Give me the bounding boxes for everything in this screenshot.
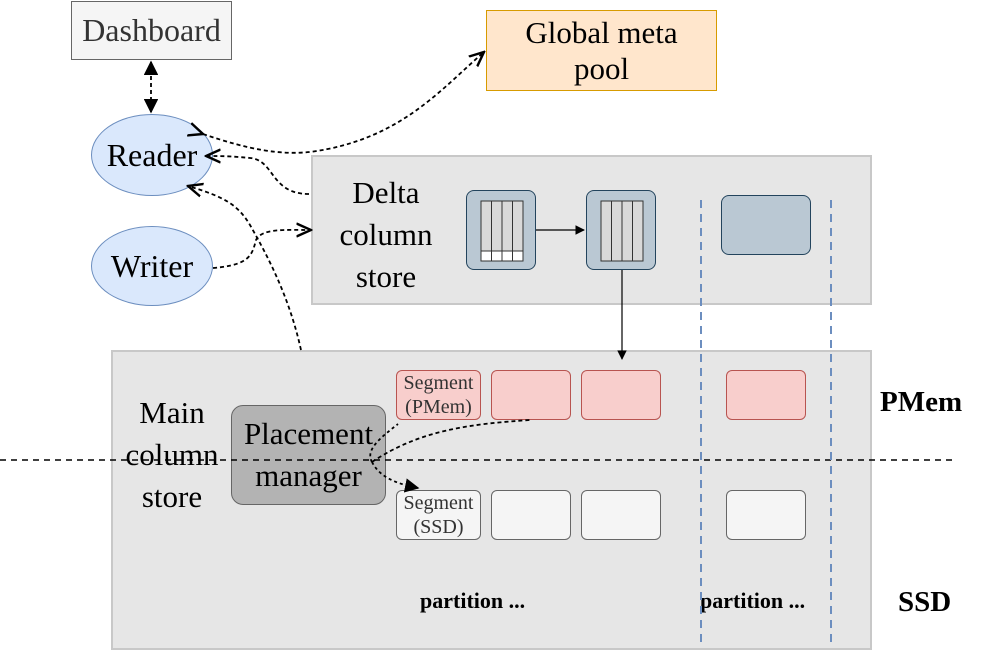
main-label-line-2: column <box>125 437 219 472</box>
main-label-line-1: Main <box>139 395 205 430</box>
column-stripes-icon <box>480 200 524 262</box>
segment-ssd-label-line-1: Segment <box>403 492 474 514</box>
placement-migration-arrow <box>371 419 531 463</box>
segment-ssd-label-line-2: (SSD) <box>413 516 464 538</box>
global-meta-pool-node[interactable]: Global meta pool <box>486 10 717 91</box>
main-column-store-label: Main column store <box>114 392 230 518</box>
delta-memtable-1[interactable] <box>466 190 536 270</box>
segment-ssd[interactable] <box>726 490 806 540</box>
delta-label-line-3: store <box>355 259 417 294</box>
segment-pmem-label-line-2: (PMem) <box>405 396 472 418</box>
ssd-tier-label: SSD <box>898 586 952 618</box>
writer-to-delta-arrow <box>212 230 311 269</box>
delta-to-reader-arrow <box>206 156 310 195</box>
main-to-reader-arrow <box>188 186 302 351</box>
segment-pmem[interactable] <box>581 370 661 420</box>
partition-label-2: partition ... <box>700 588 806 613</box>
delta-label-line-2: column <box>339 217 433 252</box>
partition-label-1: partition ... <box>420 588 526 613</box>
delta-column-store-label: Delta column store <box>322 172 450 298</box>
delta-label-line-1: Delta <box>352 175 420 210</box>
placement-to-pmem-arrow <box>369 423 399 463</box>
dashboard-node[interactable]: Dashboard <box>71 1 232 60</box>
pmem-tier-label: PMem <box>880 386 963 418</box>
segment-pmem[interactable] <box>491 370 571 420</box>
placement-label-line-2: manager <box>255 458 362 493</box>
delta-memtable-3[interactable] <box>721 195 811 255</box>
main-label-line-3: store <box>141 479 203 514</box>
global-meta-pool-label-line-1: Global meta <box>525 14 678 50</box>
segment-ssd[interactable] <box>581 490 661 540</box>
segment-pmem-labeled[interactable]: Segment (PMem) <box>396 370 481 420</box>
placement-label-line-1: Placement <box>243 416 374 451</box>
global-meta-pool-label-line-2: pool <box>573 50 630 86</box>
placement-to-ssd-arrow <box>371 461 420 493</box>
delta-memtable-2[interactable] <box>586 190 656 270</box>
reader-global-meta-arrow <box>203 52 484 154</box>
dashboard-label: Dashboard <box>82 12 221 48</box>
reader-label: Reader <box>106 136 198 173</box>
writer-node[interactable]: Writer <box>91 226 213 306</box>
segment-ssd-labeled[interactable]: Segment (SSD) <box>396 490 481 540</box>
writer-label: Writer <box>110 247 194 284</box>
column-stripes-icon <box>600 200 644 262</box>
segment-pmem-label-line-1: Segment <box>403 372 474 394</box>
segment-pmem[interactable] <box>726 370 806 420</box>
placement-manager-node[interactable]: Placement manager <box>231 405 386 505</box>
segment-ssd[interactable] <box>491 490 571 540</box>
